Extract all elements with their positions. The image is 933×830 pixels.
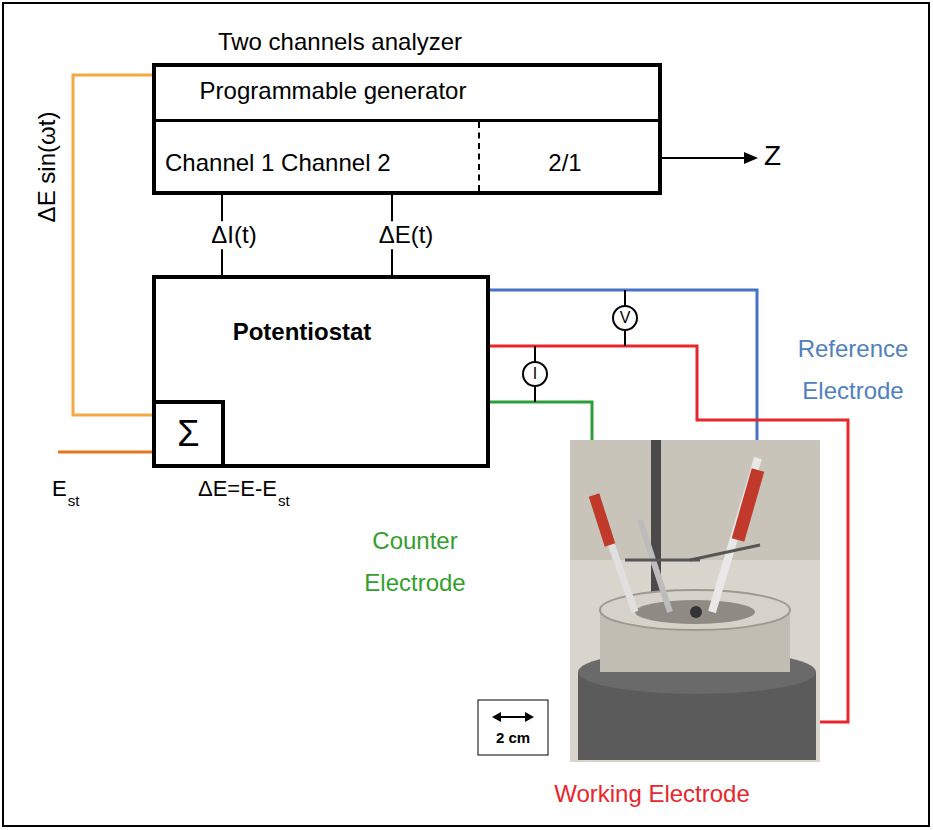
signal-label: ΔE sin(ωt) bbox=[33, 110, 61, 225]
reference-wire bbox=[490, 290, 757, 455]
electrode-label: Counter Electrode bbox=[340, 520, 490, 604]
subscript: st bbox=[68, 492, 80, 509]
equation-label: ΔE=E-E bbox=[198, 476, 277, 501]
signal-label: ΔE(t) bbox=[377, 221, 436, 249]
signal-line bbox=[73, 75, 152, 415]
output-arrow bbox=[662, 157, 748, 159]
voltmeter-symbol: V bbox=[612, 305, 638, 331]
channel-labels: Channel 1 Channel 2 bbox=[165, 149, 391, 177]
output-label: Z bbox=[764, 140, 781, 172]
analyzer-heading: Two channels analyzer bbox=[218, 28, 462, 56]
dashed-divider bbox=[478, 122, 480, 191]
outer-frame bbox=[3, 3, 929, 826]
signal-label: ΔI(t) bbox=[209, 221, 258, 249]
node-text: V bbox=[620, 310, 631, 326]
electrode-label: Reference Electrode bbox=[778, 328, 928, 412]
analyzer-box: Two channels analyzerProgrammable genera… bbox=[152, 63, 662, 195]
node-text: I bbox=[533, 366, 537, 382]
electrode-label: Working Electrode bbox=[554, 780, 750, 808]
ratio-label: 2/1 bbox=[548, 149, 581, 177]
scale-box bbox=[478, 700, 548, 755]
ammeter-symbol: I bbox=[522, 361, 548, 387]
scale-head bbox=[525, 712, 534, 722]
input-label: E bbox=[52, 476, 67, 501]
row-divider bbox=[156, 119, 658, 122]
working-wire bbox=[490, 346, 848, 722]
est-input-wire bbox=[58, 451, 152, 454]
subscript: st bbox=[278, 492, 290, 509]
scale-bar bbox=[498, 716, 528, 718]
generator-label: Programmable generator bbox=[200, 77, 467, 105]
scale-label: 2 cm bbox=[496, 729, 530, 746]
potentiostat-box: PotentiostatΣ bbox=[152, 275, 490, 468]
potentiostat-label: Potentiostat bbox=[233, 318, 372, 346]
summing-box: Σ bbox=[152, 400, 225, 468]
node-text: Σ bbox=[177, 416, 199, 452]
arrow-head bbox=[744, 152, 758, 164]
cell-photo bbox=[570, 440, 820, 762]
scale-head bbox=[492, 712, 501, 722]
